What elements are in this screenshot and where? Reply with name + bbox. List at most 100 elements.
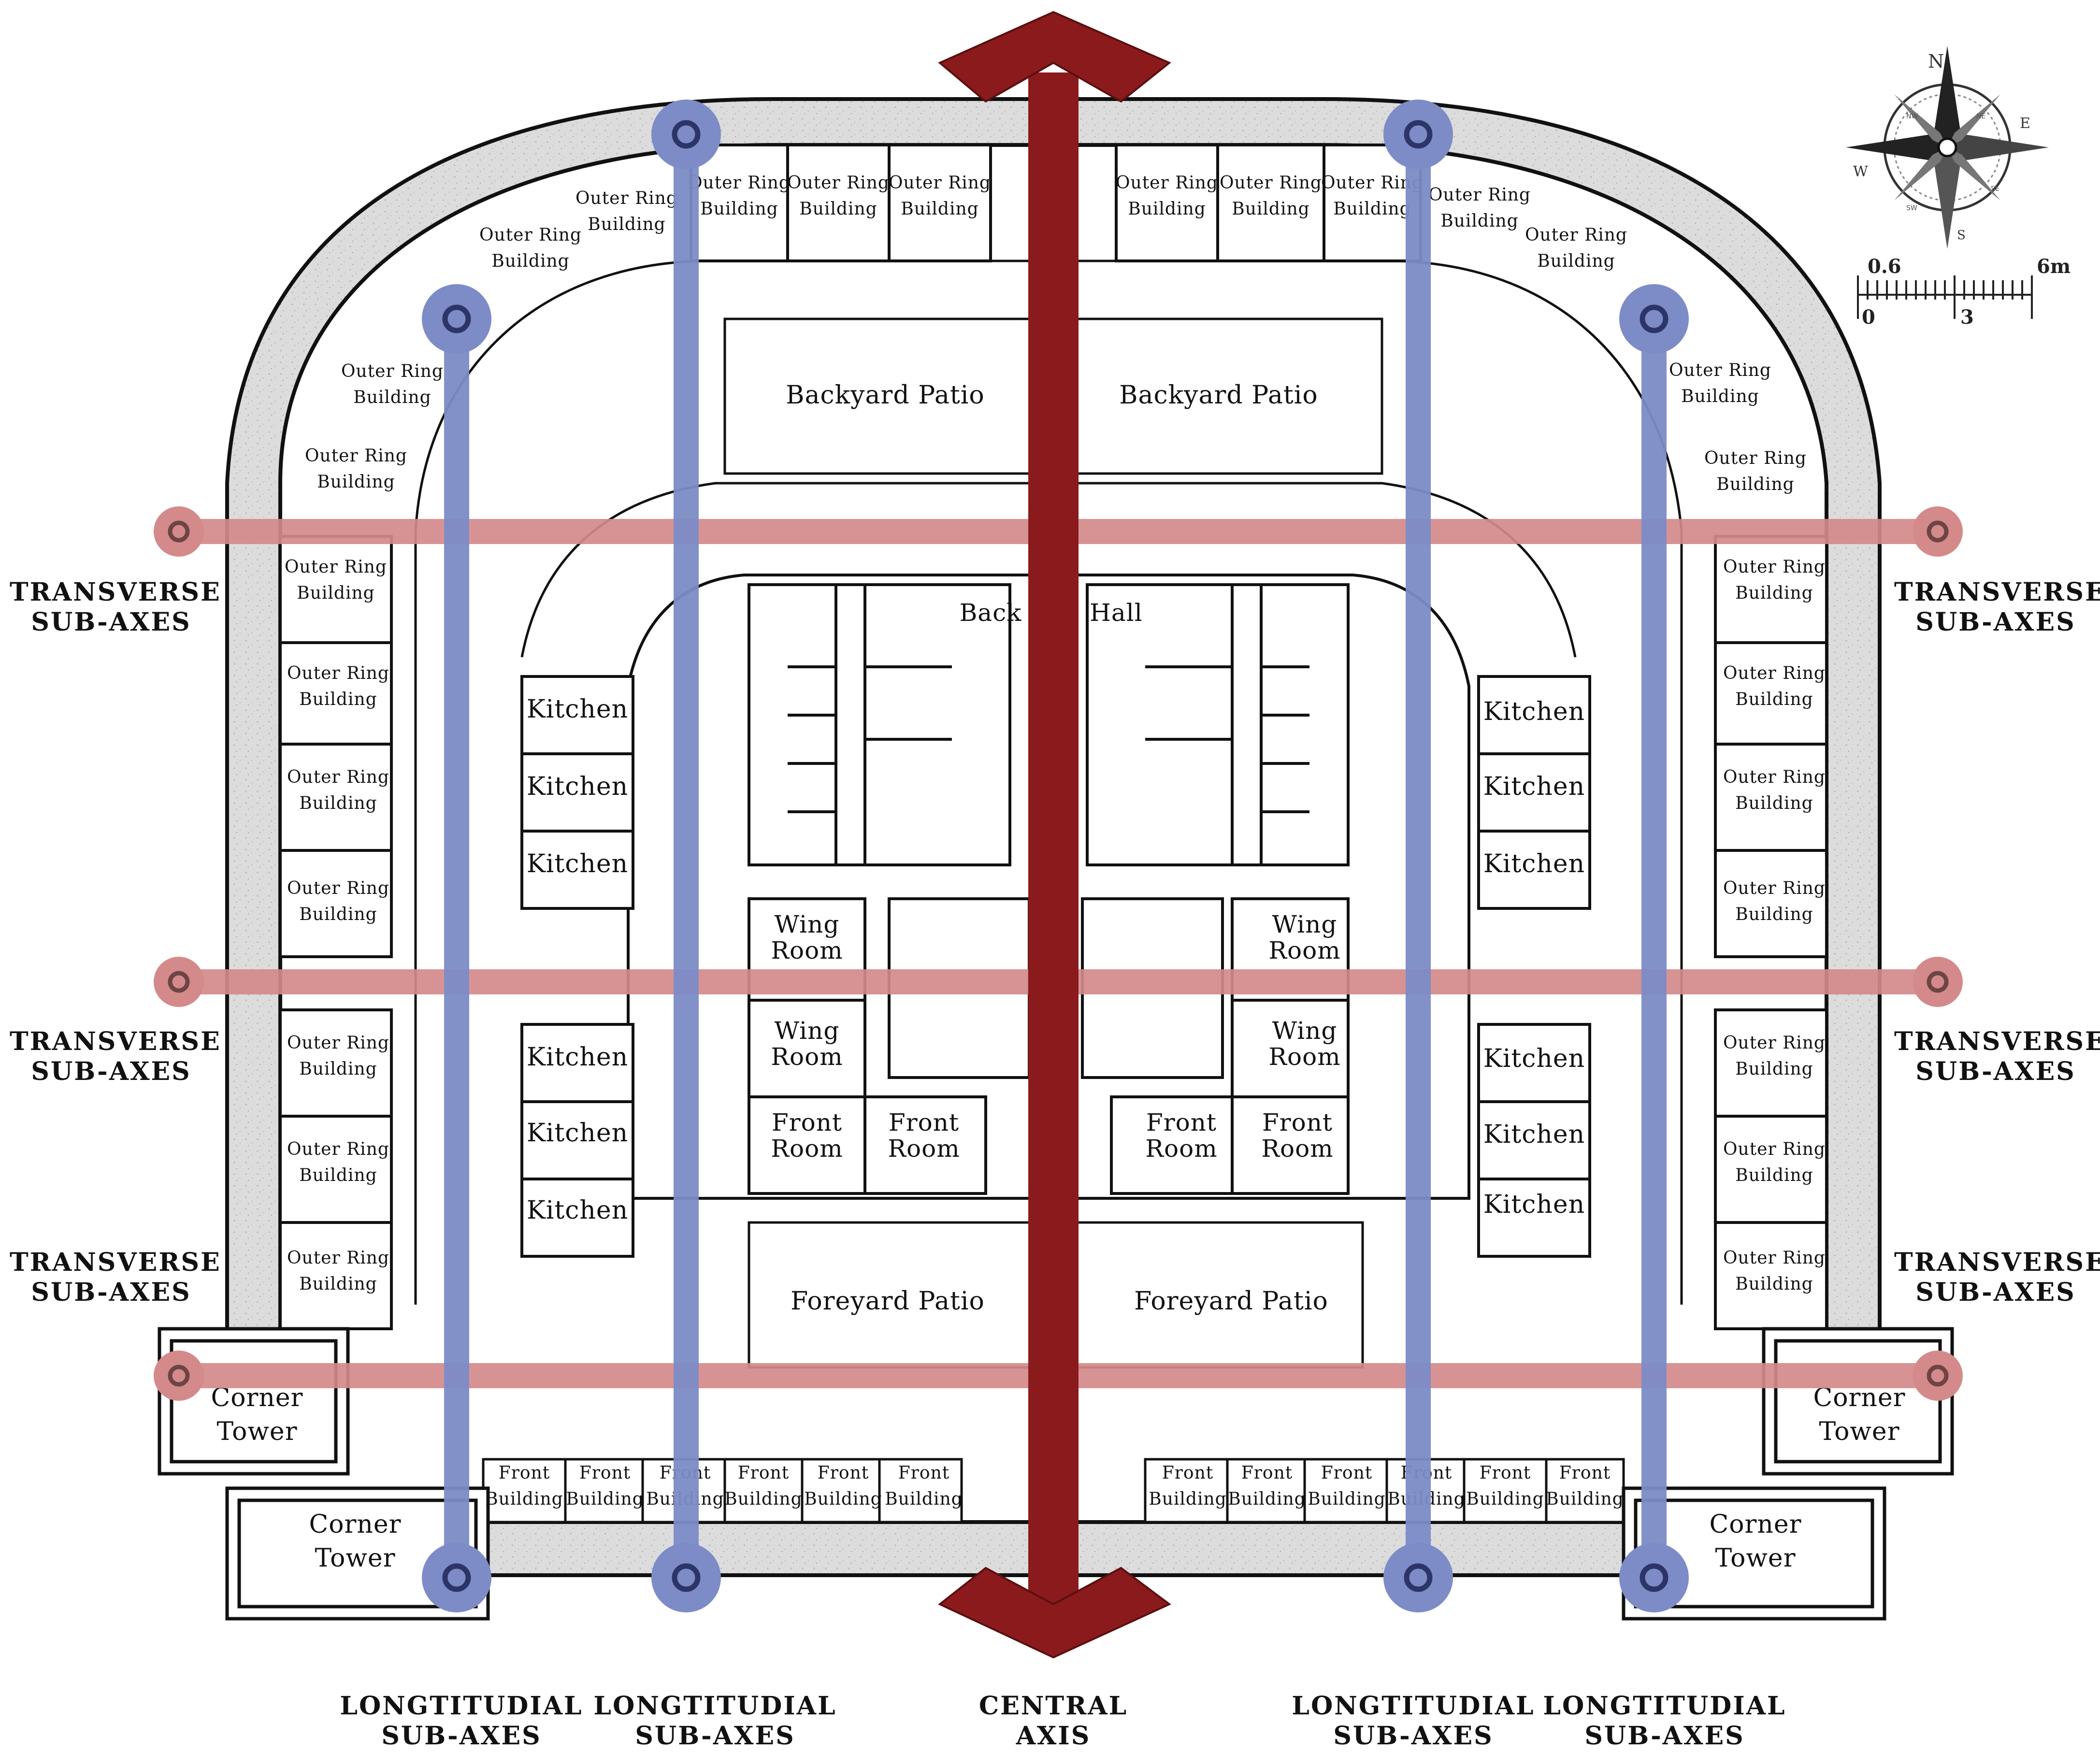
backyard-patio-label-1: Backyard Patio bbox=[1119, 381, 1318, 410]
outer-ring-top-label-3-line-0: Outer Ring bbox=[1116, 173, 1218, 193]
longitudinal-axis-end-3-0 bbox=[1619, 284, 1689, 354]
outer-ring-building-label-3-line-0: Outer Ring bbox=[287, 878, 389, 898]
corner-tower-label-2-line-1: Tower bbox=[315, 1544, 395, 1573]
front-room-label-2-line-1: Room bbox=[1145, 1135, 1217, 1163]
front-room-label-0-line-1: Room bbox=[771, 1135, 843, 1163]
front-room-label-3-line-0: Front bbox=[1262, 1108, 1333, 1136]
wing-room-label-3-line-0: Wing bbox=[1272, 1017, 1338, 1045]
front-buildings bbox=[482, 1458, 1625, 1524]
transverse-label-line1: TRANSVERSE bbox=[1894, 577, 2100, 607]
wing-room-label-1-line-1: Room bbox=[1268, 936, 1340, 964]
compass-w-label: W bbox=[1853, 163, 1868, 180]
front-building-label-6-line-1: Building bbox=[1149, 1489, 1226, 1509]
kitchen-label-8: Kitchen bbox=[1483, 849, 1585, 878]
transverse-axis-node-2-1 bbox=[1927, 1365, 1949, 1387]
outer-ring-top-label-12-line-0: Outer Ring bbox=[1669, 360, 1771, 380]
outer-ring-top-label-11-line-0: Outer Ring bbox=[1525, 225, 1627, 245]
transverse-axis-node-2-0 bbox=[168, 1365, 190, 1387]
longitudinal-axis-node-1-1 bbox=[672, 1563, 701, 1592]
longitudinal-axis-end-2-0 bbox=[1383, 100, 1453, 169]
transverse-label-line1: TRANSVERSE bbox=[1894, 1027, 2100, 1056]
outer-ring-building-label-12-line-1: Building bbox=[1735, 1165, 1813, 1185]
outer-ring-building-label-3-line-1: Building bbox=[299, 905, 377, 924]
transverse-axis-node-1-1 bbox=[1927, 971, 1949, 993]
wing-room-label-1-line-0: Wing bbox=[1272, 910, 1338, 938]
outer-ring-top-label-1-line-1: Building bbox=[799, 199, 877, 219]
outer-ring-top-label-11-line-1: Building bbox=[1537, 251, 1615, 271]
front-building-label-10-line-0: Front bbox=[1480, 1463, 1531, 1483]
central-axis-arrow bbox=[938, 11, 1171, 1659]
outer-ring-top-label-2-line-1: Building bbox=[901, 199, 978, 219]
longitudinal-label-4: LONGTITUDIAL SUB-AXES bbox=[1529, 1691, 1800, 1751]
transverse-label-left-1: TRANSVERSE SUB-AXES bbox=[10, 577, 221, 637]
outer-ring-top-label-4-line-1: Building bbox=[1232, 199, 1309, 219]
transverse-label-right-1: TRANSVERSE SUB-AXES bbox=[1894, 577, 2100, 637]
front-building-label-5-line-1: Building bbox=[885, 1489, 963, 1509]
outer-ring-building-label-2-line-0: Outer Ring bbox=[287, 767, 389, 787]
front-building-label-6-line-0: Front bbox=[1162, 1463, 1214, 1483]
outer-ring-top-label-0-line-1: Building bbox=[700, 199, 778, 219]
compass-sw-label: SW bbox=[1906, 204, 1917, 212]
foreyard-patio-label-0: Foreyard Patio bbox=[791, 1287, 985, 1316]
outer-ring-top-label-6-line-1: Building bbox=[588, 215, 665, 234]
longitudinal-axis-end-3-1 bbox=[1619, 1543, 1689, 1612]
kitchen-label-1: Kitchen bbox=[527, 772, 628, 801]
transverse-label-line2: SUB-AXES bbox=[1915, 1057, 2076, 1086]
front-room-label-0-line-0: Front bbox=[772, 1108, 842, 1136]
longitudinal-label-line1: LONGTITUDIAL bbox=[1292, 1691, 1535, 1721]
front-building-label-4-line-0: Front bbox=[818, 1463, 869, 1483]
transverse-axis-end-2-0 bbox=[154, 1351, 204, 1401]
transverse-label-right-2: TRANSVERSE SUB-AXES bbox=[1894, 1027, 2100, 1087]
front-room-label-1-line-1: Room bbox=[888, 1135, 960, 1163]
longitudinal-label-2: LONGTITUDIAL SUB-AXES bbox=[580, 1691, 850, 1751]
outer-ring-top-label-8-line-1: Building bbox=[353, 388, 431, 407]
corner-towers bbox=[158, 1327, 1954, 1621]
transverse-axis-node-0-0 bbox=[168, 520, 190, 543]
longitudinal-axis-node-0-1 bbox=[442, 1563, 471, 1592]
longitudinal-axis-end-1-0 bbox=[651, 100, 721, 169]
central-axis-arrowhead-bottom bbox=[938, 1567, 1171, 1659]
outer-ring-top-label-0-line-0: Outer Ring bbox=[688, 173, 791, 193]
transverse-label-line1: TRANSVERSE bbox=[1894, 1248, 2100, 1277]
wing-room-label-2-line-1: Room bbox=[771, 1043, 843, 1071]
outer-ring-building-label-6-line-1: Building bbox=[299, 1274, 377, 1294]
compass-se-label: SE bbox=[1991, 185, 1999, 193]
transverse-label-left-3: TRANSVERSE SUB-AXES bbox=[10, 1248, 220, 1308]
longitudinal-label-1: LONGTITUDIAL SUB-AXES bbox=[326, 1691, 597, 1751]
transverse-label-left-2: TRANSVERSE SUB-AXES bbox=[10, 1027, 220, 1087]
longitudinal-axis-end-0-0 bbox=[422, 284, 491, 354]
front-building-label-0-line-1: Building bbox=[485, 1489, 563, 1509]
outer-ring-top-label-1-line-0: Outer Ring bbox=[787, 173, 890, 193]
backyard-patio-label-0: Backyard Patio bbox=[786, 381, 984, 410]
transverse-label-line1: TRANSVERSE bbox=[10, 577, 221, 607]
outer-ring-building-label-0-line-0: Outer Ring bbox=[285, 557, 387, 577]
front-building-label-11-line-0: Front bbox=[1559, 1463, 1611, 1483]
compass-n-label: N bbox=[1928, 51, 1944, 72]
front-building-label-0-line-0: Front bbox=[499, 1463, 550, 1483]
outer-ring-top-label-6-line-0: Outer Ring bbox=[575, 188, 678, 208]
outer-ring-building-label-8-line-1: Building bbox=[1735, 690, 1813, 709]
outer-ring-building-label-9-line-1: Building bbox=[1735, 793, 1813, 813]
outer-ring-top-label-3-line-1: Building bbox=[1128, 199, 1206, 219]
front-building-label-1-line-1: Building bbox=[566, 1489, 644, 1509]
central-axis-label: CENTRAL AXIS bbox=[918, 1691, 1189, 1751]
transverse-label-line2: SUB-AXES bbox=[1915, 607, 2076, 637]
transverse-axis-end-1-0 bbox=[154, 957, 204, 1007]
